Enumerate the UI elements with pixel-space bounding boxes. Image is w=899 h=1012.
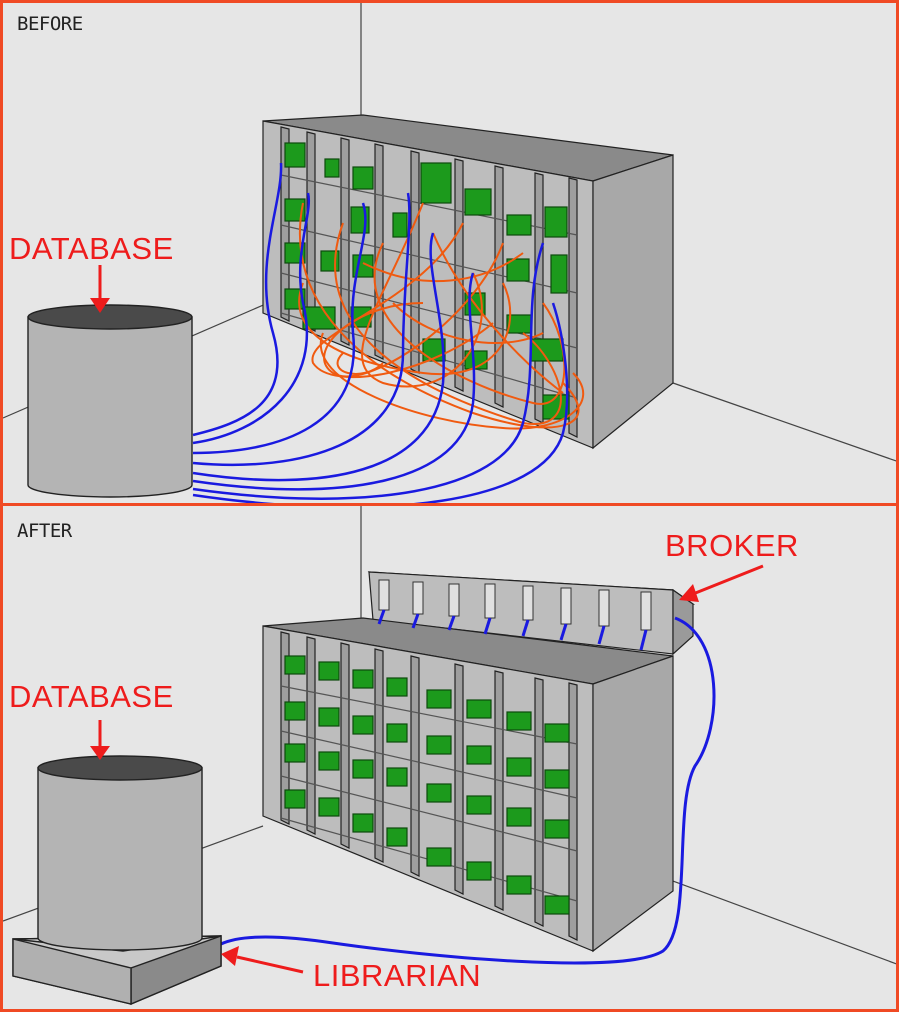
server-rack: [262, 114, 674, 450]
green-modules: [284, 655, 570, 915]
broker-cables: [377, 609, 648, 651]
database-label: DATABASE: [9, 231, 174, 266]
database-label: DATABASE: [9, 679, 174, 714]
broker-arrow: [679, 564, 764, 602]
after-title: AFTER: [17, 520, 72, 542]
after-panel: AFTER DATABASE BROKER LIBRARIAN: [0, 503, 899, 1012]
broker-panel: [367, 571, 696, 656]
before-panel: BEFORE DATABASE: [0, 0, 899, 506]
blue-cables: [192, 162, 569, 503]
server-rack: [262, 617, 674, 953]
broker-label: BROKER: [665, 528, 799, 563]
librarian-arrow: [221, 946, 304, 974]
database-cylinder: [37, 755, 203, 951]
database-arrow: [90, 265, 110, 313]
database-cylinder: [27, 304, 193, 498]
librarian-broker-cable: [220, 616, 716, 965]
database-arrow: [90, 720, 110, 760]
rack-dividers: [280, 631, 578, 941]
after-illustration: [3, 506, 896, 1006]
before-illustration: [3, 3, 896, 503]
orange-wires: [298, 202, 585, 430]
before-title: BEFORE: [17, 13, 83, 35]
librarian-label: LIBRARIAN: [313, 958, 482, 993]
green-modules: [284, 142, 570, 420]
